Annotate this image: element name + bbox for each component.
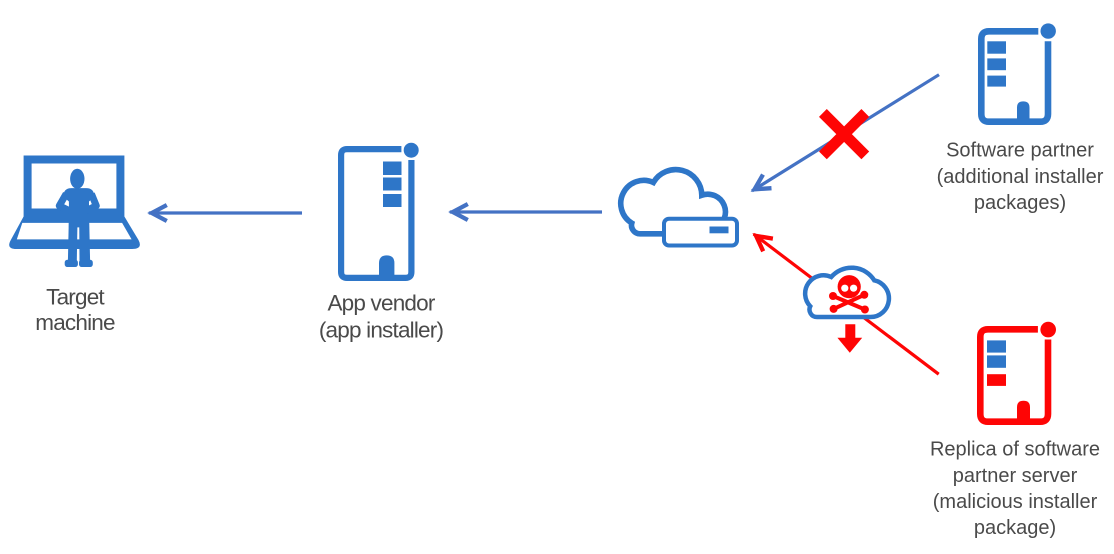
svg-text:Software partner: Software partner xyxy=(946,139,1094,161)
svg-text:Target: Target xyxy=(46,285,105,310)
svg-text:package): package) xyxy=(974,517,1056,539)
svg-text:packages): packages) xyxy=(974,192,1066,214)
svg-text:machine: machine xyxy=(35,310,115,335)
svg-text:App vendor: App vendor xyxy=(327,291,435,316)
svg-text:(app installer): (app installer) xyxy=(319,317,444,342)
svg-text:(additional installer: (additional installer xyxy=(937,166,1104,188)
svg-text:Replica of software: Replica of software xyxy=(930,439,1100,461)
svg-text:partner server: partner server xyxy=(953,465,1078,487)
svg-text:(malicious installer: (malicious installer xyxy=(933,491,1098,513)
